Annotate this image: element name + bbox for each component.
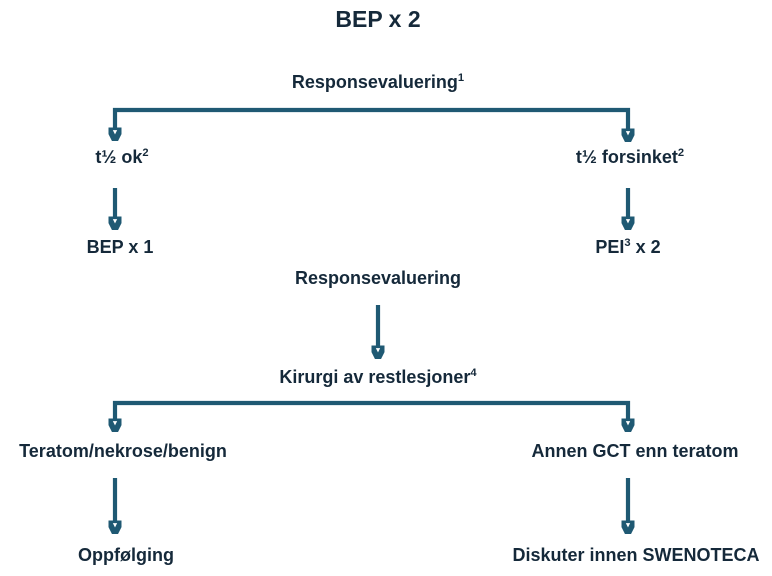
connector-top-branch <box>115 107 628 129</box>
node-teratom-nekrose-benign: Teratom/nekrose/benign <box>19 440 227 463</box>
node-text: t½ ok <box>95 147 143 167</box>
node-text: Teratom/nekrose/benign <box>19 441 227 461</box>
node-text: BEP x 1 <box>86 237 154 257</box>
footnote-ref: 2 <box>142 147 149 159</box>
footnote-ref: 3 <box>624 237 631 249</box>
node-text: Annen GCT enn teratom <box>531 441 739 461</box>
node-text: Diskuter innen SWENOTECA <box>512 545 760 565</box>
node-surgery-residual-lesions: Kirurgi av restlesjoner4 <box>279 366 476 389</box>
node-text: Responsevaluering <box>294 268 462 288</box>
node-thalf-ok: t½ ok2 <box>95 146 148 169</box>
node-text: x 2 <box>630 237 661 257</box>
node-response-evaluation-2: Responsevaluering <box>295 267 461 290</box>
node-diskuter-swenoteca: Diskuter innen SWENOTECA <box>512 544 759 567</box>
node-annen-gct: Annen GCT enn teratom <box>531 440 738 463</box>
node-text: Responsevaluering <box>291 72 458 92</box>
node-response-evaluation-1: Responsevaluering1 <box>292 71 464 94</box>
node-text: PEI <box>595 237 625 257</box>
node-oppfolging: Oppfølging <box>78 544 174 567</box>
diagram-title: BEP x 2 <box>335 6 421 32</box>
footnote-ref: 4 <box>470 367 477 379</box>
node-text: Kirurgi av restlesjoner <box>279 367 471 387</box>
footnote-ref: 1 <box>457 72 465 84</box>
connector-bottom-branch <box>115 400 628 419</box>
footnote-ref: 2 <box>677 147 685 159</box>
node-text: Oppfølging <box>78 545 174 565</box>
node-thalf-delayed: t½ forsinket2 <box>576 146 684 169</box>
node-pei-x2: PEI3 x 2 <box>595 236 660 259</box>
node-bep-x1: BEP x 1 <box>87 236 154 259</box>
node-text: t½ forsinket <box>575 147 678 167</box>
